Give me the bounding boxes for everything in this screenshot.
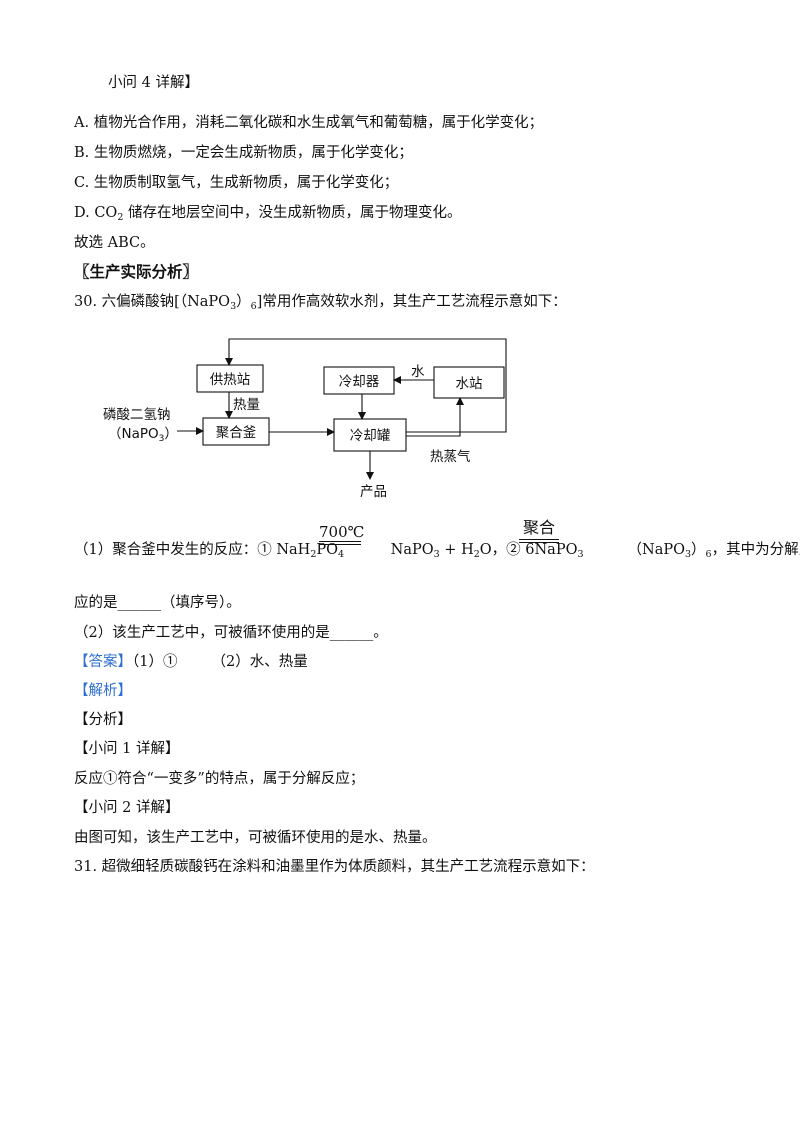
heat-station-label: 供热站 [210,372,251,388]
q30-1-e: O，② 6NaPO [479,542,578,558]
question-30-part-2: （2）该生产工艺中，可被循环使用的是______。 [74,625,388,641]
reaction-1-condition: 700℃ [319,523,365,545]
option-d-post: 储存在地层空间中，没生成新物质，属于物理变化。 [123,205,462,221]
question-30-part-1: （1）聚合釜中发生的反应：① NaH2PO4 NaPO3 + H2O，② 6Na… [74,540,800,565]
subquestion-2-body: 由图可知，该生产工艺中，可被循环使用的是水、热量。 [74,830,437,846]
q30-1-g: ） [691,542,706,558]
heat-label: 热量 [233,397,260,413]
option-d: D. CO2 储存在地层空间中，没生成新物质，属于物理变化。 [74,203,461,228]
q30-1-sub-3b: 3 [577,549,584,560]
water-station-box [433,366,505,399]
q30-post: ]常用作高效软水剂，其生产工艺流程示意如下： [256,294,567,310]
reaction-2-equals [519,539,559,543]
loop-line [225,338,507,433]
q30-1-h: ，其中为分解反 [711,542,800,558]
answer-tag: 【答案】 [74,654,132,670]
option-a: A. 植物光合作用，消耗二氧化碳和水生成氧气和葡萄糖，属于化学变化； [74,115,544,131]
fenxi-tag: 【分析】 [74,712,132,728]
raw-formula-post: ） [164,426,178,442]
subquestion-4-header: 小问 4 详解】 [108,75,199,91]
cooling-tank-label: 冷却罐 [350,428,391,444]
analysis-tag: 【解析】 [74,683,132,699]
condition-700c: 700℃ [319,523,365,541]
section-title: 〖生产实际分析〗 [74,262,199,281]
subquestion-2-header: 【小问 2 详解】 [74,800,180,816]
reaction-2-condition: 聚合 [519,518,559,543]
answer-part-1: （1）① [132,654,178,670]
q30-mid: ） [236,294,251,310]
raw-material-label: 磷酸二氢钠 [103,407,171,423]
cooler-label: 冷却器 [339,374,380,390]
q30-pre: 30. 六偏磷酸钠[（NaPO [74,294,231,310]
answer-line: 【答案】（1）① （2）水、热量 [74,652,308,672]
q30-1-f: （NaPO [627,542,685,558]
q30-1-sub-3c: 3 [685,549,692,560]
q30-1-sub-4: 4 [338,549,345,560]
subquestion-1-body: 反应①符合“一变多”的特点，属于分解反应； [74,771,365,787]
option-d-sub: 2 [117,212,124,223]
q30-1-sub-h: 2 [310,549,317,560]
raw-formula-pre: （NaPO [108,426,159,442]
raw-material-formula: （NaPO3） [108,426,178,444]
condition-polymerize: 聚合 [522,518,555,537]
option-c: C. 生物质制取氢气，生成新物质，属于化学变化； [74,175,399,191]
tank-to-water-arrow [406,397,464,437]
option-d-pre: D. CO [74,205,118,221]
water-label: 水 [411,364,425,380]
q30-sub2: 6 [250,301,257,312]
subquestion-1-header: 【小问 1 详解】 [74,741,180,757]
question-30-stem: 30. 六偏磷酸钠[（NaPO3）6]常用作高效软水剂，其生产工艺流程示意如下： [74,292,567,317]
reaction-1-equals [319,541,361,545]
reactor-label: 聚合釜 [216,425,257,441]
choose-answer: 故选 ABC。 [74,235,155,251]
q30-1-sub-2b: 2 [473,549,480,560]
q30-1-sub-6: 6 [705,549,712,560]
process-flow-diagram: 供热站 热量 磷酸二氢钠 （NaPO3） 聚合釜 冷却器 水 水站 冷却罐 热蒸… [103,338,507,500]
option-b: B. 生物质燃烧，一定会生成新物质，属于化学变化； [74,145,413,161]
answer-part-2: （2）水、热量 [211,654,308,670]
water-station-label: 水站 [456,376,483,392]
question-31-stem: 31. 超微细轻质碳酸钙在涂料和油墨里作为体质颜料，其生产工艺流程示意如下： [74,859,595,875]
question-30-part-1-cont: 应的是______（填序号）。 [74,595,241,611]
q30-sub1: 3 [230,301,237,312]
q30-1-b: PO [316,542,339,558]
steam-label: 热蒸气 [430,449,471,465]
q30-1-d: + H [439,542,474,558]
q30-1-c: NaPO [386,542,434,558]
raw-formula-sub: 3 [159,434,165,444]
q30-1-a: （1）聚合釜中发生的反应：① NaH [74,542,311,558]
product-label: 产品 [360,484,387,500]
q30-1-sub-3a: 3 [433,549,440,560]
